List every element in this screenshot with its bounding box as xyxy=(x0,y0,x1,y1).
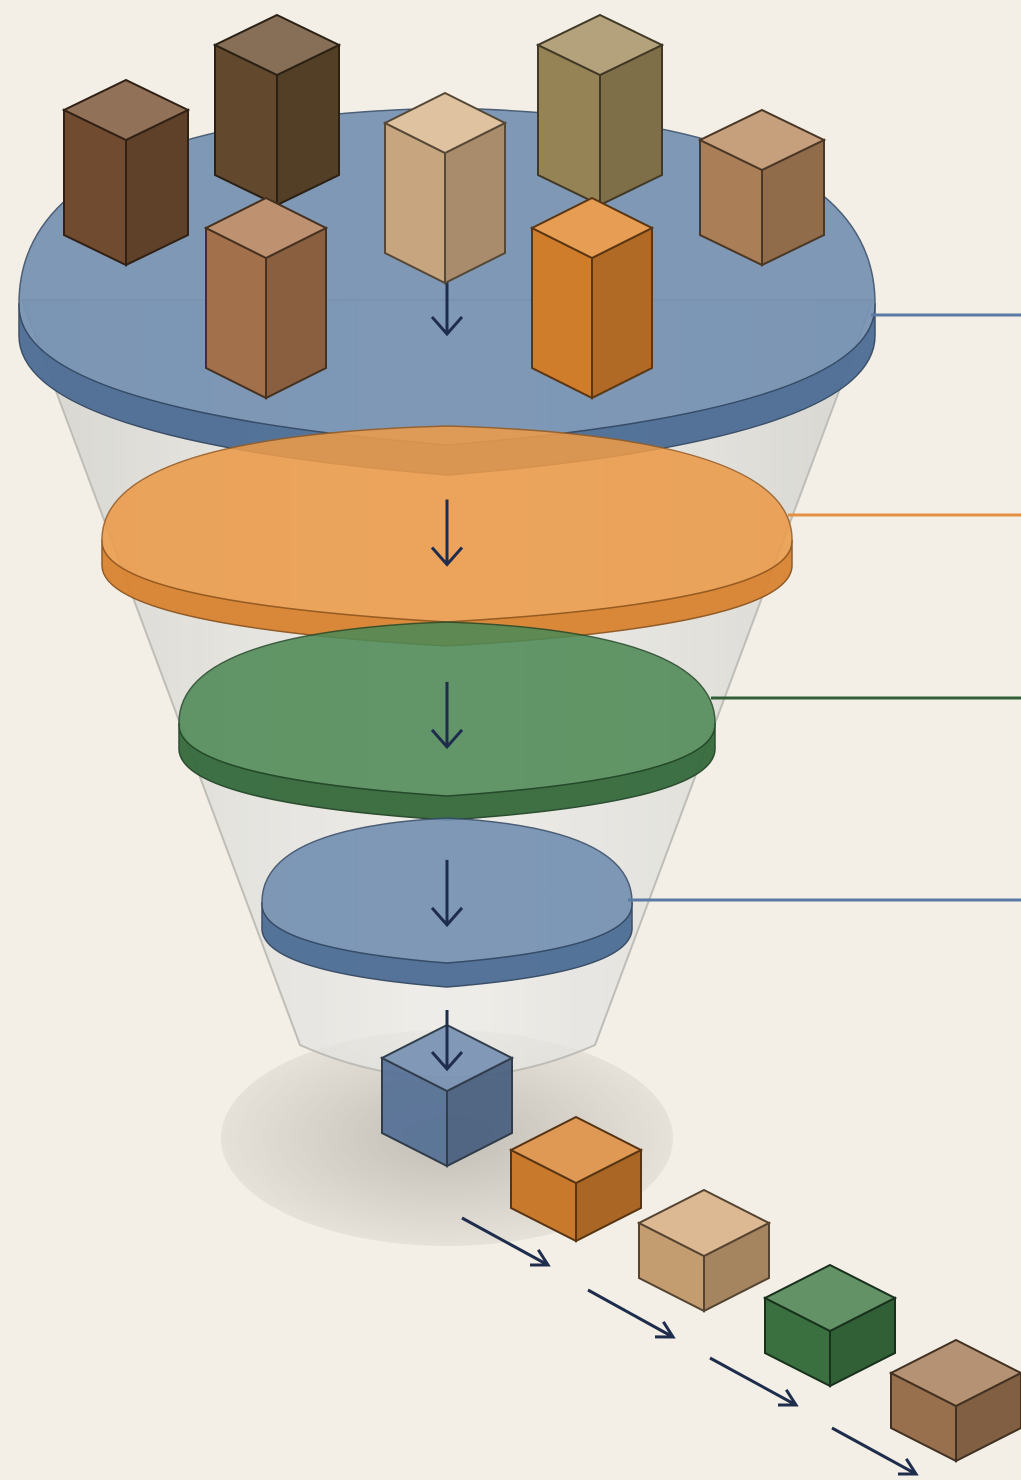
funnel-stage-3 xyxy=(178,621,716,821)
output-box-4 xyxy=(762,1263,898,1388)
down-arrow-icon xyxy=(430,681,464,750)
input-box-3 xyxy=(382,91,508,285)
output-box-5 xyxy=(888,1338,1021,1463)
input-box-6 xyxy=(203,196,329,400)
down-arrow-icon xyxy=(430,499,464,567)
input-box-4 xyxy=(535,13,665,207)
down-arrow-icon xyxy=(430,1010,464,1072)
funnel-stage-2 xyxy=(101,425,793,647)
connectors-layer xyxy=(628,313,1021,902)
diagonal-arrow-icon xyxy=(461,1216,551,1267)
down-arrow-icon xyxy=(430,859,464,928)
input-box-2 xyxy=(212,13,342,207)
input-boxes-layer xyxy=(61,13,827,400)
input-box-5 xyxy=(697,108,827,267)
diagonal-arrow-icon xyxy=(587,1288,676,1339)
flow-arrows-layer xyxy=(461,1216,919,1476)
output-box-1 xyxy=(379,1023,515,1168)
funnel-stage-4 xyxy=(261,817,633,988)
output-layer xyxy=(379,1010,1021,1463)
input-box-7 xyxy=(529,196,655,400)
diagonal-arrow-icon xyxy=(831,1426,919,1476)
output-box-2 xyxy=(508,1115,644,1243)
diagonal-arrow-icon xyxy=(709,1356,799,1407)
output-box-3 xyxy=(636,1188,772,1313)
input-box-1 xyxy=(61,78,191,267)
